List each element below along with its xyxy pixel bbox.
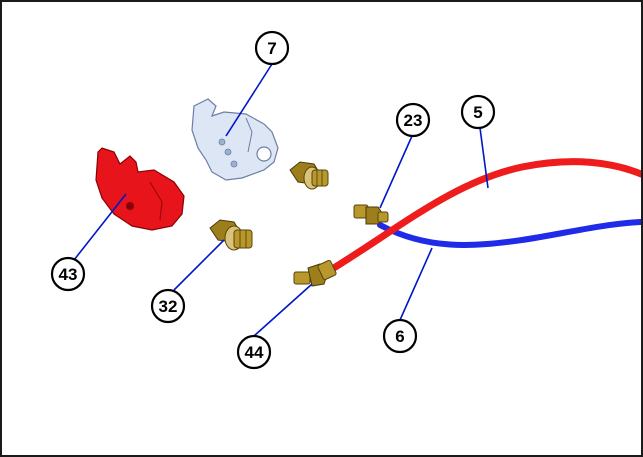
leader-line-23 (379, 135, 413, 209)
callout-7-label: 7 (267, 39, 276, 58)
callout-43-label: 43 (59, 265, 78, 284)
callout-44-label: 44 (245, 343, 264, 362)
callout-6: 6 (382, 318, 418, 354)
brass-fitting-part-32 (209, 219, 253, 251)
callout-43: 43 (50, 256, 86, 292)
leader-line-32 (173, 239, 225, 291)
callout-6-label: 6 (395, 327, 404, 346)
callout-32-label: 32 (159, 297, 178, 316)
callout-5: 5 (460, 94, 496, 130)
leader-line-44 (253, 283, 313, 337)
leader-line-6 (399, 247, 433, 321)
red-bracket-part (95, 147, 185, 231)
callout-32: 32 (150, 288, 186, 324)
callout-23-label: 23 (404, 111, 423, 130)
callout-5-label: 5 (473, 103, 482, 122)
leader-line-5 (479, 127, 489, 189)
brass-fitting-upper (289, 161, 329, 190)
callout-23: 23 (395, 102, 431, 138)
red-hose (320, 158, 641, 278)
brass-fitting-part-23 (353, 204, 389, 225)
ghost-bracket-part (191, 98, 279, 181)
leader-line-7 (225, 63, 273, 137)
callout-7: 7 (254, 30, 290, 66)
brass-fitting-part-44 (293, 259, 337, 287)
blue-hose (377, 219, 641, 248)
callout-44: 44 (236, 334, 272, 370)
leader-line-43 (73, 193, 127, 261)
